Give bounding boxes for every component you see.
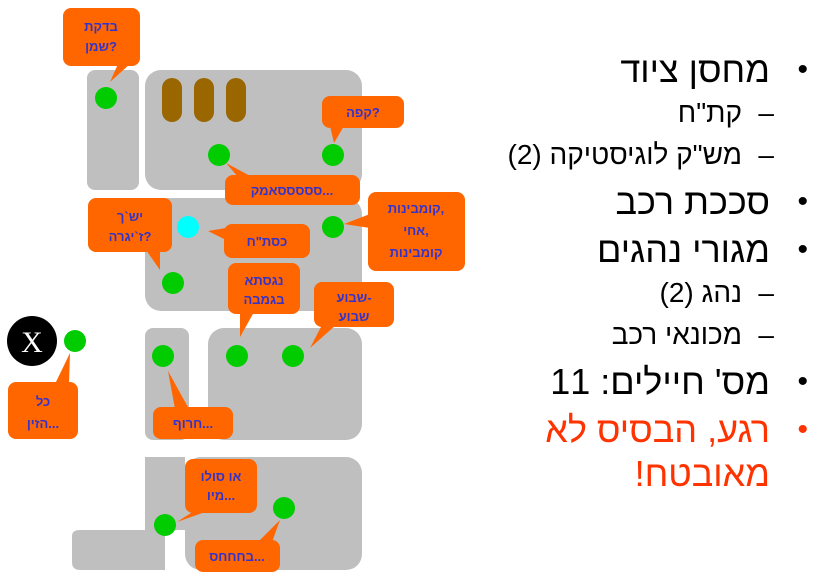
- soldier-dot: [322, 144, 344, 166]
- bubble-tail: [168, 371, 189, 409]
- bubble-tail: [55, 353, 70, 384]
- bubble-text-line: מיו...: [207, 488, 235, 503]
- bubble-waiting: [225, 175, 360, 205]
- bubble-everything: [8, 382, 78, 439]
- bubble-text-line: שבוע-: [336, 290, 371, 305]
- bullet-vehicle-shed: סככת רכב: [408, 180, 808, 224]
- bubble-text-line: או סולו: [201, 469, 242, 484]
- cyan-dot: [177, 216, 199, 238]
- bubble-tail: [177, 511, 208, 522]
- bubble-tail: [146, 250, 160, 270]
- bullet-equipment-warehouse: מחסן ציוד: [408, 48, 808, 92]
- barrels: [162, 78, 246, 122]
- soldier-dot: [95, 87, 117, 109]
- bubble-text-line: בחחחס...: [209, 549, 265, 564]
- soldier-dot: [64, 330, 86, 352]
- bubble-text-line: נגסתא: [245, 273, 284, 288]
- bubble-bored: [228, 263, 300, 314]
- bubble-tail: [208, 228, 226, 240]
- soldier-dot: [154, 514, 176, 536]
- soldier-dot: [152, 345, 174, 367]
- bubble-text-line: הזין...: [27, 416, 59, 431]
- bubble-tail: [110, 64, 130, 82]
- soldier-dot: [226, 345, 248, 367]
- soldier-dot: [208, 144, 230, 166]
- bubble-text-line: יש`ך: [117, 209, 143, 224]
- soldier-dot: [162, 272, 184, 294]
- building-left-narrow: [87, 70, 139, 190]
- bullet-mechanic: מכונאי רכב: [408, 314, 808, 356]
- bubble-tail: [310, 325, 336, 348]
- building-bottom-lshape: [72, 457, 185, 570]
- bubble-tail: [344, 214, 370, 228]
- bullet-katach: קת"ח: [408, 92, 808, 134]
- bubble-text-line: שמן?: [85, 39, 117, 54]
- bubble-tail: [330, 126, 344, 143]
- bubble-text-line: קפה?: [346, 105, 380, 120]
- bubble-text-line: סססססאמק...: [251, 183, 333, 198]
- soldier-dot: [322, 216, 344, 238]
- bullet-soldier-count: מס' חיילים: 11: [408, 360, 808, 404]
- bullet-list: מחסן ציוד קת"ח מש"ק לוגיסטיקה (2) סככת ר…: [408, 48, 808, 496]
- bubble-oil-check: [63, 8, 140, 66]
- bubble-tail: [240, 312, 254, 337]
- bullet-logistics-nco: מש"ק לוגיסטיקה (2): [408, 134, 808, 176]
- bubble-text-line: כסת"ח: [247, 234, 288, 249]
- x-marker-label: X: [21, 326, 43, 359]
- barrel: [162, 78, 182, 122]
- bubble-week: [314, 282, 394, 327]
- x-marker-badge: [7, 316, 57, 366]
- bubble-bakhhh: [195, 540, 280, 572]
- bubble-text-line: בדקת: [84, 19, 118, 34]
- bubble-text-line: שבוע: [339, 309, 370, 324]
- bubble-text-line: בגמבה: [243, 292, 284, 307]
- bubble-tired: [224, 224, 310, 258]
- bullet-driver: נהג (2): [408, 272, 808, 314]
- bubble-solo: [185, 459, 257, 513]
- soldier-dot: [282, 345, 304, 367]
- soldier-dots: [64, 87, 344, 536]
- bubble-cigarette: [88, 198, 172, 252]
- bubble-text-line: כל: [36, 394, 50, 409]
- bubble-tail: [226, 163, 252, 177]
- barrel: [194, 78, 214, 122]
- bubble-text-line: ז`יגרה?: [109, 229, 152, 244]
- bullet-base-unsecured: רגע, הבסיס לא מאובטח!: [408, 408, 808, 496]
- bubble-shit: [153, 407, 233, 439]
- bullet-drivers-quarters: מגורי נהגים: [408, 228, 808, 272]
- soldier-dot: [273, 497, 295, 519]
- bubble-coffee: [322, 96, 404, 128]
- barrel: [226, 78, 246, 122]
- bubble-text-line: חרוף...: [173, 416, 213, 431]
- bubble-tail: [258, 520, 280, 542]
